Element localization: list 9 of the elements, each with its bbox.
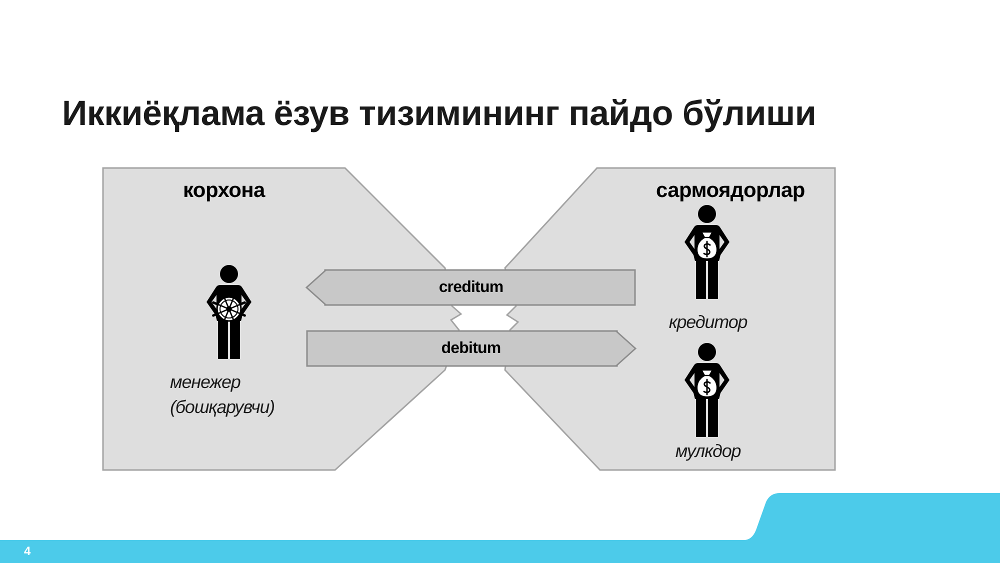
block-arrow [306,269,636,306]
panel-heading: сармоядорлар [656,178,805,204]
slide-title: Иккиёқлама ёзув тизимининг пайдо бўлиши [62,93,816,135]
panel-heading: корхона [183,178,265,204]
block-arrow [306,330,636,367]
person-caption: мулкдор [674,440,742,463]
page-number: 4 [24,544,31,558]
person-caption: менежер (бошқарувчи) [170,371,276,419]
person-caption: кредитор [668,311,748,334]
